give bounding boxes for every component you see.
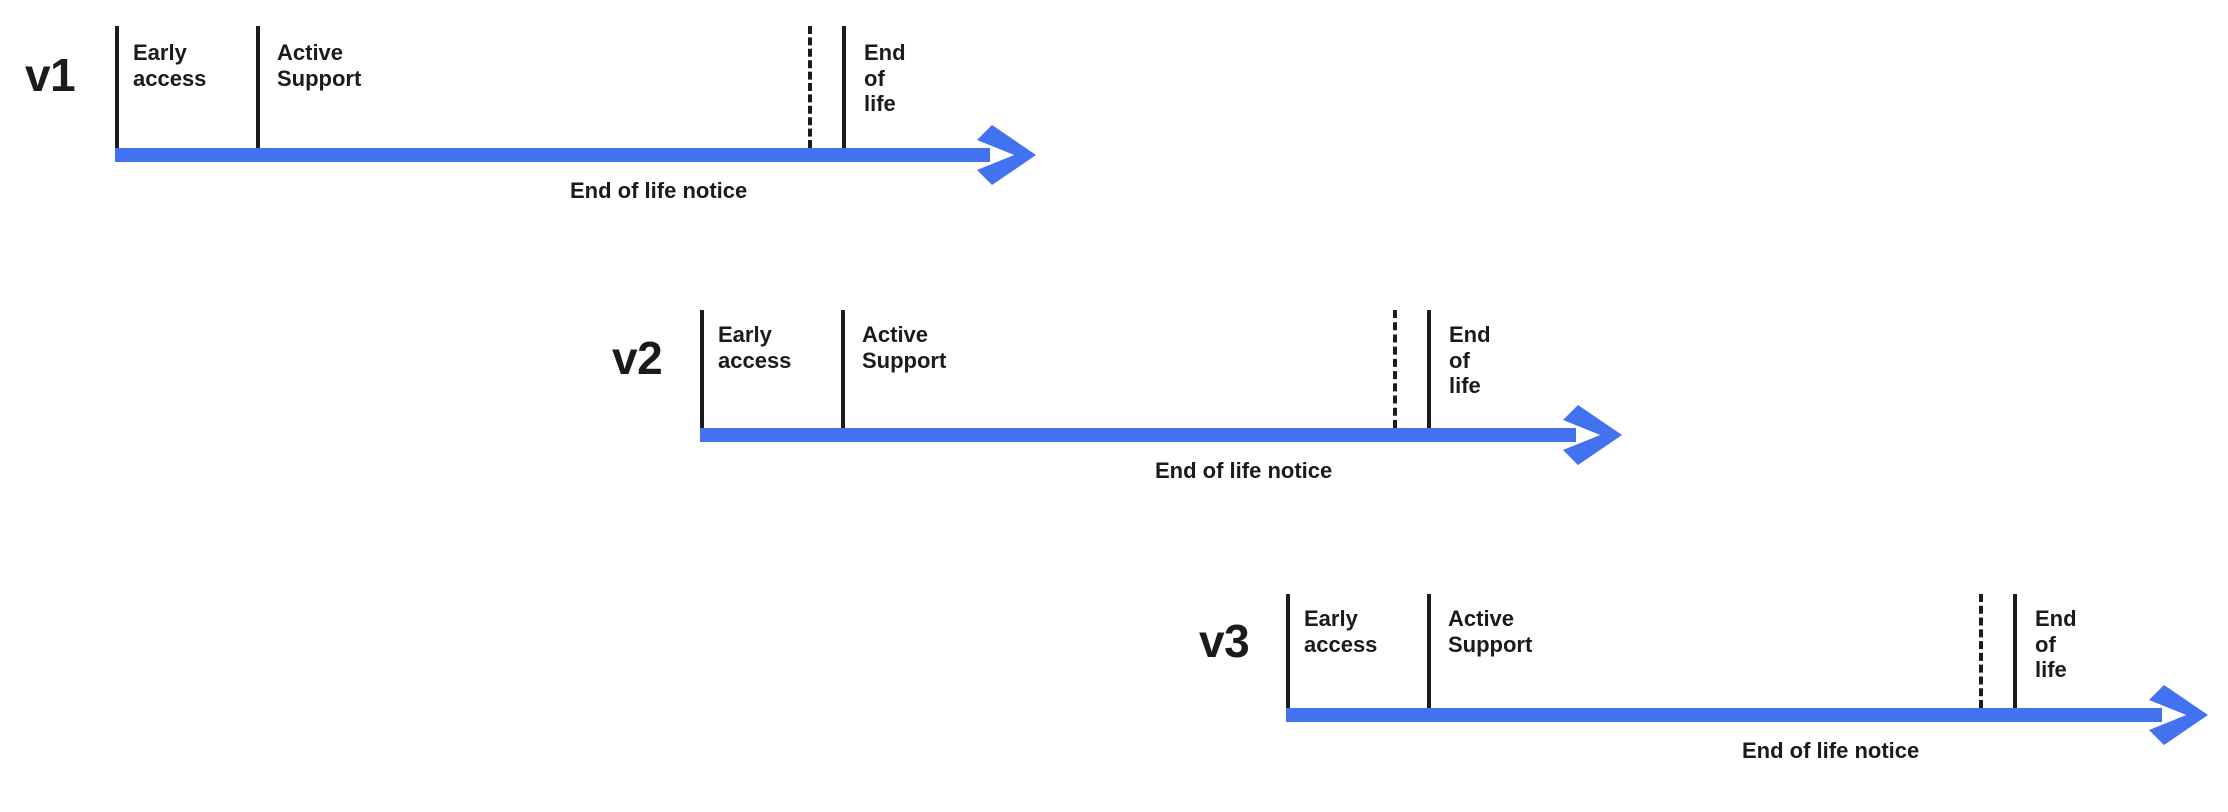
end-of-life-notice-caption-v1: End of life notice [570, 178, 748, 203]
phase-divider-v2-3 [1427, 310, 1431, 428]
timeline-arrowhead-v1 [977, 125, 1036, 185]
timeline-bar-v2 [700, 428, 1576, 442]
phase-label-v2-end-of-life: End of life [1449, 322, 1491, 399]
phase-label-v1-early-access: Early access [133, 40, 207, 91]
phase-divider-v3-1 [1427, 594, 1431, 708]
notice-marker-line-v3 [1979, 594, 1983, 708]
end-of-life-notice-caption-v3: End of life notice [1742, 738, 1920, 763]
phase-divider-v1-3 [842, 26, 846, 148]
phase-divider-v3-3 [2013, 594, 2017, 708]
phase-divider-v3-0 [1286, 594, 1290, 708]
phase-divider-v2-0 [700, 310, 704, 428]
timeline-arrowhead-v3 [2149, 685, 2208, 745]
phase-divider-v2-1 [841, 310, 845, 428]
timeline-bar-v1 [115, 148, 990, 162]
phase-divider-v1-0 [115, 26, 119, 148]
version-label-v2: v2 [612, 332, 663, 384]
notice-marker-line-v1 [808, 26, 812, 148]
version-label-v1: v1 [25, 49, 76, 101]
timeline-arrowhead-v2 [1563, 405, 1622, 465]
phase-label-v3-early-access: Early access [1304, 606, 1378, 657]
version-label-v3: v3 [1199, 615, 1250, 667]
end-of-life-notice-caption-v2: End of life notice [1155, 458, 1333, 483]
phase-label-v2-early-access: Early access [718, 322, 792, 373]
phase-label-v1-end-of-life: End of life [864, 40, 906, 117]
timeline-bar-v3 [1286, 708, 2162, 722]
phase-label-v1-active-support: Active Support [277, 40, 362, 91]
phase-divider-v1-1 [256, 26, 260, 148]
phase-label-v3-active-support: Active Support [1448, 606, 1533, 657]
phase-label-v3-end-of-life: End of life [2035, 606, 2077, 683]
phase-label-v2-active-support: Active Support [862, 322, 947, 373]
notice-marker-line-v2 [1393, 310, 1397, 428]
